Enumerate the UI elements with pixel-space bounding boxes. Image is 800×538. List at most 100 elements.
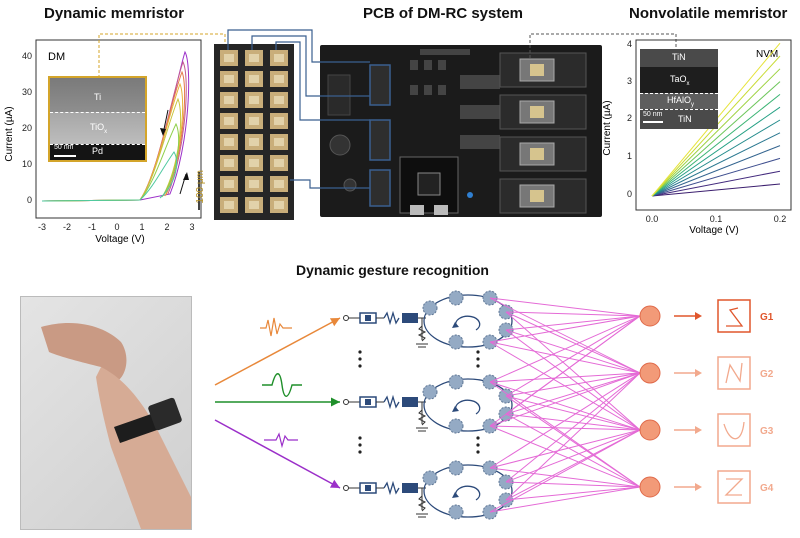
gesture-label: G3	[760, 426, 774, 437]
readout-line	[489, 297, 641, 374]
dm-ytick: 0	[27, 195, 32, 205]
device-cell	[270, 50, 288, 66]
nvm-title: Nonvolatile memristor	[629, 5, 788, 22]
dm-scale-bar	[54, 155, 76, 157]
device-cell	[245, 113, 263, 129]
nvm-iv-line	[651, 119, 781, 197]
reservoir-row	[343, 290, 514, 350]
output-neuron	[639, 476, 661, 498]
nvm-xtick: 0.0	[646, 214, 659, 224]
nvm-iv-line	[651, 106, 781, 197]
readout-line	[489, 425, 641, 431]
device-cell	[245, 176, 263, 192]
readout-line	[489, 315, 641, 383]
gesture-trace-icon	[724, 478, 744, 496]
reservoir-loop	[423, 294, 513, 348]
nvm-iv-line	[651, 68, 781, 197]
dm-label: DM	[48, 51, 65, 63]
nvm-device	[402, 483, 418, 493]
dm-ytick: 40	[22, 51, 32, 61]
dm-xtick: -3	[38, 222, 46, 232]
nvm-device	[402, 313, 418, 323]
resistor	[383, 480, 400, 496]
device-cell	[245, 197, 263, 213]
readout-line	[505, 329, 641, 374]
pcb-to-nvm-link	[529, 33, 677, 58]
dm-xtick: 2	[164, 222, 169, 232]
nvm-ytick: 1	[627, 151, 632, 161]
pcb-connector	[327, 74, 351, 116]
gesture-box	[717, 413, 751, 447]
pd-label: Pd	[92, 146, 104, 156]
nvm-ytick: 3	[627, 76, 632, 86]
nvm-scale-bar	[643, 121, 663, 123]
dm-xlabel: Voltage (V)	[95, 234, 144, 244]
fist	[41, 322, 127, 382]
nvm-tin-bottom: TiN	[678, 114, 692, 124]
readout-line	[505, 315, 641, 415]
dm-xtick: 0	[114, 222, 119, 232]
memristor-chip-carrier	[499, 52, 587, 88]
wearable-sensor	[148, 397, 182, 431]
gesture-title: Dynamic gesture recognition	[296, 262, 489, 278]
gesture-trace-icon	[726, 307, 744, 327]
device-cell	[270, 92, 288, 108]
readout-line	[505, 481, 641, 488]
device-cell	[270, 197, 288, 213]
reservoir-node	[448, 290, 464, 306]
readout-line	[505, 372, 641, 483]
reservoir-node	[448, 334, 464, 350]
readout-line	[505, 372, 641, 501]
readout-line	[505, 429, 641, 501]
resistor	[383, 310, 400, 326]
dm-tem-inset: Ti TiOx Pd 50 nm	[48, 76, 147, 162]
readout-line	[489, 372, 641, 427]
device-cell	[220, 50, 238, 66]
device-cell	[245, 134, 263, 150]
device-cell	[270, 176, 288, 192]
device-cell	[220, 113, 238, 129]
nvm-tin-top: TiN	[672, 52, 686, 62]
nvm-iv-line	[651, 170, 781, 197]
reservoir-row	[343, 460, 514, 520]
device-cell	[245, 92, 263, 108]
memristor-chip-carrier	[499, 178, 587, 214]
dm-xtick: -2	[63, 222, 71, 232]
ti-layer	[50, 78, 145, 112]
memristor-chip-carrier	[499, 94, 587, 130]
device-cell	[245, 50, 263, 66]
device-cell	[270, 134, 288, 150]
pcb-title: PCB of DM-RC system	[363, 5, 524, 22]
readout-line	[505, 395, 641, 488]
nvm-iv-line	[651, 81, 781, 197]
output-neuron	[639, 305, 661, 327]
nvm-ytick: 0	[627, 189, 632, 199]
readout-line	[505, 315, 641, 331]
connection-lines	[98, 29, 677, 189]
readout-line	[489, 372, 641, 383]
reservoir-node	[422, 300, 438, 316]
waveform-1	[260, 317, 292, 337]
nvm-device	[402, 397, 418, 407]
dm-ytick: 30	[22, 87, 32, 97]
input-arrow-1	[214, 317, 341, 386]
gesture-box	[717, 299, 751, 333]
dm-xtick: -1	[88, 222, 96, 232]
waveform-2	[262, 373, 302, 397]
readout-line	[505, 372, 641, 397]
dm-scale-label: 50 nm	[54, 144, 74, 151]
readout-line	[505, 413, 641, 431]
device-cell	[220, 197, 238, 213]
dm-title: Dynamic memristor	[44, 5, 185, 22]
readout-line	[489, 429, 641, 469]
readout-line	[505, 311, 641, 374]
chip-micrograph	[214, 44, 294, 220]
dm-xtick: 3	[189, 222, 194, 232]
dm-xtick: 1	[139, 222, 144, 232]
readout-line	[489, 372, 641, 469]
dm-to-chip-link	[98, 33, 226, 78]
nvm-label: NVM	[756, 49, 778, 60]
gesture-trace-icon	[725, 362, 743, 384]
reservoir-loop	[423, 378, 513, 432]
